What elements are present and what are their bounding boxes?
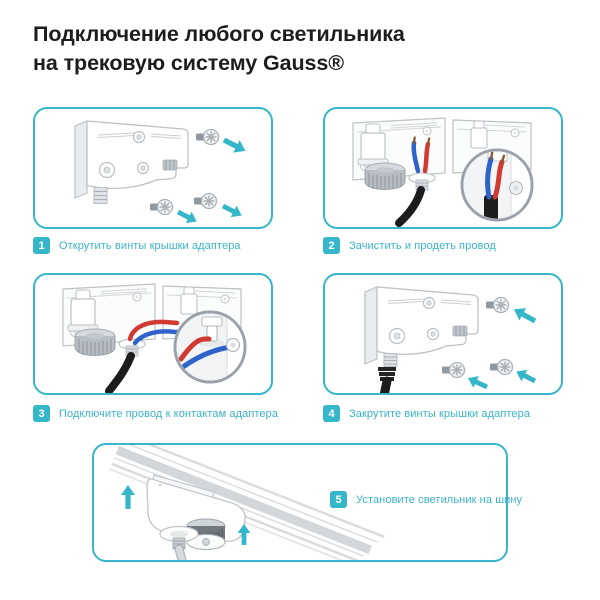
unscrew-arrow-icon: [176, 209, 197, 224]
adapter-body: [74, 120, 189, 204]
step-5-label: Установите светильник на шину: [356, 493, 523, 506]
step-1-number-badge: 1: [33, 237, 50, 254]
adapter-body: [364, 286, 479, 367]
step-3-panel: [33, 273, 273, 395]
screw-in-arrow-icon: [516, 369, 537, 384]
step-1-panel: [33, 107, 273, 229]
step-2-illustration: [352, 117, 534, 227]
step-5-number-badge: 5: [330, 491, 347, 508]
step-5-caption: 5 Установите светильник на шину: [330, 491, 522, 508]
step-4-panel: [323, 273, 563, 395]
step-3-label: Подключите провод к контактам адаптера: [59, 407, 279, 420]
page-title-line1: Подключение любого светильника: [33, 22, 405, 46]
step-1-label: Открутить винты крышки адаптера: [59, 239, 241, 252]
page-title: Подключение любого светильника на треков…: [33, 20, 405, 78]
step-3-number-badge: 3: [33, 405, 50, 422]
cable-gland: [159, 525, 199, 560]
screw: [490, 358, 514, 376]
step-2-panel: [323, 107, 563, 229]
step-2-caption: 2 Зачистить и продеть провод: [323, 237, 496, 254]
step-3-illustration: [62, 283, 247, 393]
step-4-caption: 4 Закрутите винты крышки адаптера: [323, 405, 530, 422]
screw: [442, 361, 466, 379]
step-4-number-badge: 4: [323, 405, 340, 422]
track-rail: [109, 445, 385, 560]
screw: [196, 128, 220, 146]
unscrew-arrow-icon: [221, 203, 242, 218]
install-up-arrow-icon: [237, 524, 251, 545]
install-up-arrow-icon: [121, 485, 135, 509]
screw: [194, 192, 218, 210]
step-4-illustration: [364, 286, 537, 393]
step-4-label: Закрутите винты крышки адаптера: [349, 407, 531, 420]
step-1-caption: 1 Открутить винты крышки адаптера: [33, 237, 241, 254]
step-1-illustration: [74, 120, 246, 224]
power-cable: [378, 367, 396, 393]
power-cable: [395, 172, 436, 227]
unscrew-arrow-icon: [222, 137, 246, 153]
screw-in-arrow-icon: [514, 308, 537, 324]
step-5-illustration: [109, 445, 385, 560]
step-2-number-badge: 2: [323, 237, 340, 254]
step-2-label: Зачистить и продеть провод: [349, 239, 496, 252]
screw: [150, 198, 174, 216]
magnifier-detail: [173, 310, 247, 384]
step-5-panel: [92, 443, 508, 562]
stripped-wires: [411, 136, 431, 174]
screw-in-arrow-icon: [467, 376, 489, 390]
screw: [486, 296, 510, 314]
page-title-line2: на трековую систему Gauss®: [33, 51, 344, 75]
adapter-left-plate: [352, 117, 446, 190]
step-3-caption: 3 Подключите провод к контактам адаптера: [33, 405, 278, 422]
magnifier-detail: [460, 148, 534, 222]
connected-wires: [127, 319, 190, 346]
